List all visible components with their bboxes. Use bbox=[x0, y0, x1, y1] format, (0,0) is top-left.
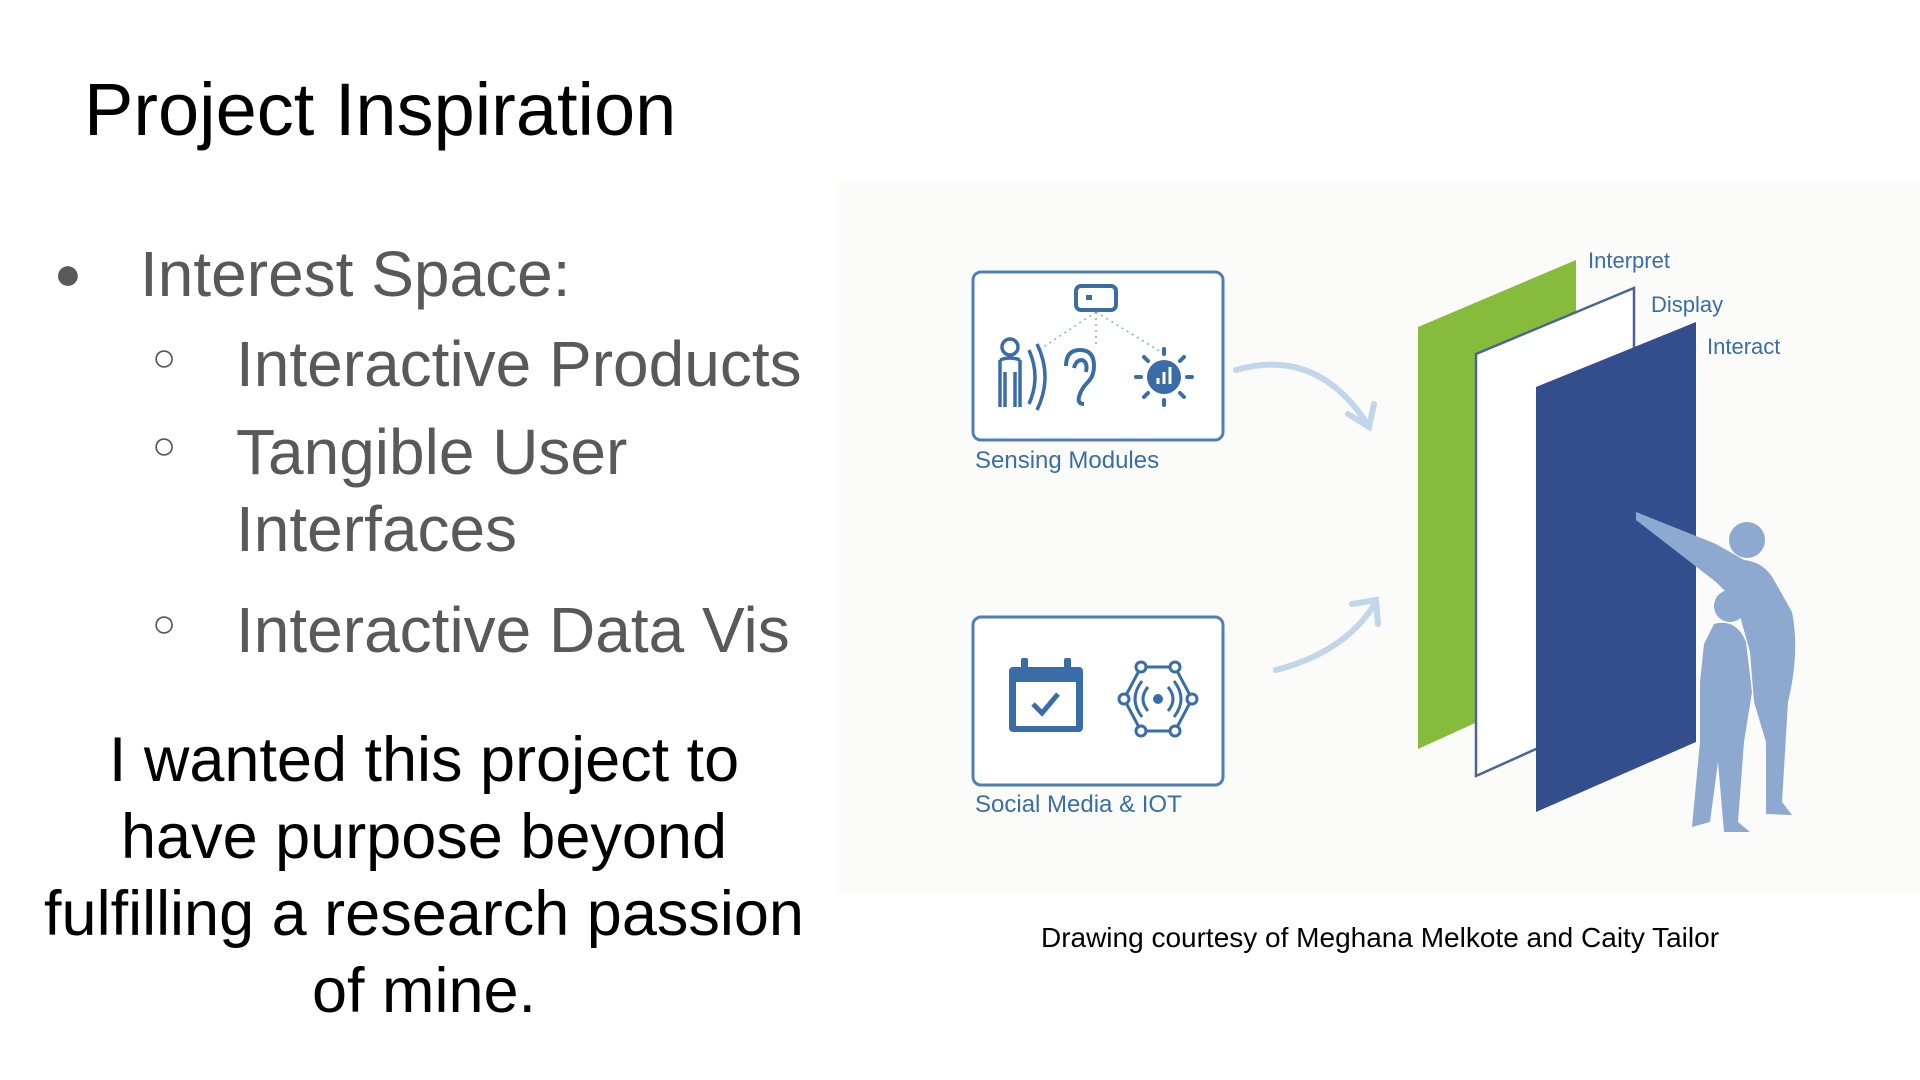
iot-network-icon bbox=[1117, 660, 1199, 738]
layer-label-interpret: Interpret bbox=[1588, 248, 1670, 273]
sensing-modules-label: Sensing Modules bbox=[975, 447, 1159, 474]
purpose-statement: I wanted this project to have purpose be… bbox=[44, 725, 804, 1026]
calendar-check-icon bbox=[1009, 658, 1083, 732]
hollow-bullet-icon: ○ bbox=[152, 336, 177, 380]
hollow-bullet-icon: ○ bbox=[152, 424, 177, 468]
layer-label-interact: Interact bbox=[1707, 334, 1780, 359]
system-diagram-figure: Sensing Modules Social bbox=[836, 182, 1920, 894]
ear-icon bbox=[1064, 347, 1097, 406]
arrow-icon bbox=[1233, 361, 1377, 432]
slide-title: Project Inspiration bbox=[84, 68, 677, 151]
bullet-interactive-products: Interactive Products bbox=[236, 328, 802, 400]
sensor-device-icon bbox=[1074, 284, 1118, 312]
sensing-modules-box bbox=[971, 270, 1225, 442]
arrow-icon bbox=[1273, 596, 1381, 673]
interact-panel bbox=[1536, 322, 1696, 812]
bullet-tangible-user-interfaces: Tangible User Interfaces bbox=[236, 416, 628, 565]
figure-caption: Drawing courtesy of Meghana Melkote and … bbox=[1040, 922, 1720, 953]
bullet-interactive-data-vis: Interactive Data Vis bbox=[236, 594, 790, 666]
filled-bullet-icon: ● bbox=[54, 247, 82, 299]
social-media-iot-label: Social Media & IOT bbox=[975, 791, 1182, 818]
people-silhouette-icon bbox=[1636, 512, 1796, 832]
social-media-iot-box bbox=[971, 615, 1225, 787]
layer-label-display: Display bbox=[1651, 292, 1723, 317]
system-diagram: Sensing Modules Social bbox=[971, 248, 1796, 832]
bullet-interest-space: Interest Space: bbox=[140, 238, 571, 310]
hollow-bullet-icon: ○ bbox=[152, 602, 177, 646]
person-motion-icon bbox=[998, 337, 1047, 411]
light-sensor-icon bbox=[1134, 347, 1194, 407]
